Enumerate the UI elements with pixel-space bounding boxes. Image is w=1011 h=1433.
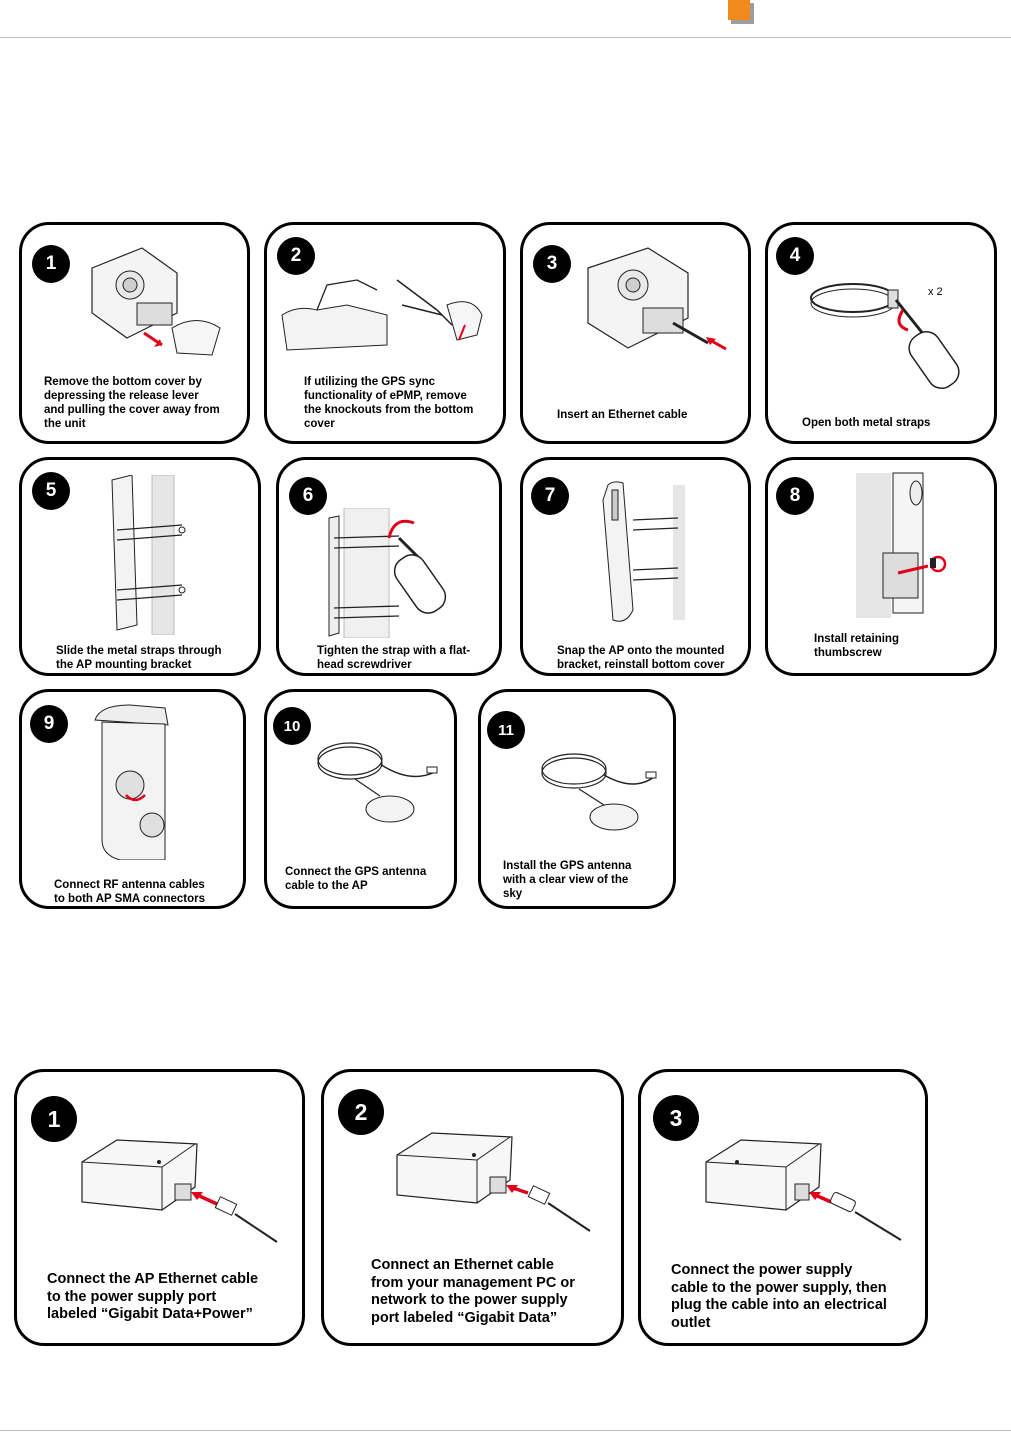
step-caption: If utilizing the GPS sync functionality … [304, 376, 474, 430]
step-number-badge: 5 [32, 472, 70, 510]
metal-strap-screwdriver-illustration [808, 270, 983, 395]
install-step-card-9: 9 Connect RF antenna cables to both AP S… [19, 689, 246, 909]
step-caption: Remove the bottom cover by depressing th… [44, 376, 220, 430]
step-number-badge: 11 [487, 711, 525, 749]
footer-rule [0, 1430, 1011, 1431]
step-caption: Connect RF antenna cables to both AP SMA… [54, 879, 205, 905]
install-step-card-10: 10 Connect the GPS antenna cable to the … [264, 689, 457, 909]
step-number-badge: 6 [289, 477, 327, 515]
step-number-badge: 2 [338, 1089, 384, 1135]
step-number-badge: 3 [533, 245, 571, 283]
step-caption: Tighten the strap with a flat- head scre… [317, 645, 471, 671]
install-step-card-6: 6 Tighten the strap with a flat- head sc… [276, 457, 502, 676]
step-number-badge: 8 [776, 477, 814, 515]
ap-snap-on-illustration [598, 480, 708, 625]
step-caption: Connect the AP Ethernet cable to the pow… [47, 1271, 259, 1322]
install-step-card-1: 1 Remove the bottom cover by depressing … [19, 222, 250, 444]
strap-tighten-illustration [324, 508, 474, 638]
install-step-card-8: 8 Install retaining thumbscrew [765, 457, 997, 676]
step-caption: Slide the metal straps through the AP mo… [56, 645, 222, 671]
gps-antenna-sky-illustration [539, 747, 669, 837]
step-number-badge: 7 [531, 477, 569, 515]
step-caption: Open both metal straps [802, 417, 931, 429]
step-caption: Connect an Ethernet cable from your mana… [371, 1257, 575, 1326]
step-caption: Install the GPS antenna with a clear vie… [503, 860, 632, 900]
step-caption: Insert an Ethernet cable [557, 409, 688, 421]
step-caption: Connect the GPS antenna cable to the AP [285, 866, 427, 892]
header-rule [0, 37, 1011, 38]
step-number-badge: 4 [776, 237, 814, 275]
bracket-strap-illustration [102, 475, 192, 635]
power-step-card-2: 2 Connect an Ethernet cable from your ma… [321, 1069, 624, 1346]
multiplier-label: x 2 [928, 286, 943, 298]
step-number-badge: 9 [30, 705, 68, 743]
install-step-card-3: 3 Insert an Ethernet cable [520, 222, 751, 444]
step-number-badge: 3 [653, 1095, 699, 1141]
step-number-badge: 1 [32, 245, 70, 283]
install-step-card-4: 4 x 2 Open both metal straps [765, 222, 997, 444]
power-cable-outlet-illustration [701, 1132, 911, 1247]
brand-logo-icon [728, 0, 754, 24]
step-number-badge: 1 [31, 1096, 77, 1142]
ethernet-insert-illustration [578, 243, 743, 363]
rf-antenna-connect-illustration [90, 700, 200, 860]
power-step-card-1: 1 Connect the AP Ethernet cable to the p… [14, 1069, 305, 1346]
step-caption: Snap the AP onto the mounted bracket, re… [557, 645, 725, 671]
power-supply-data-port-illustration [392, 1125, 602, 1240]
install-step-card-5: 5 Slide the metal straps through the AP … [19, 457, 261, 676]
power-step-card-3: 3 Connect the power supply cable to the … [638, 1069, 928, 1346]
thumbscrew-illustration [848, 468, 958, 618]
power-supply-ethernet-illustration [77, 1132, 287, 1247]
step-caption: Install retaining thumbscrew [814, 633, 899, 659]
step-number-badge: 2 [277, 237, 315, 275]
gps-antenna-cable-illustration [315, 734, 445, 829]
step-number-badge: 10 [273, 707, 311, 745]
step-caption: Connect the power supply cable to the po… [671, 1262, 887, 1331]
install-step-card-11: 11 Install the GPS antenna with a clear … [478, 689, 676, 909]
knockout-removal-illustration [277, 265, 502, 355]
install-step-card-2: 2 If utilizing the GPS sync functionalit… [264, 222, 506, 444]
install-step-card-7: 7 Snap the AP onto the mounted bracket, … [520, 457, 751, 676]
ap-cover-removal-illustration [82, 243, 232, 363]
